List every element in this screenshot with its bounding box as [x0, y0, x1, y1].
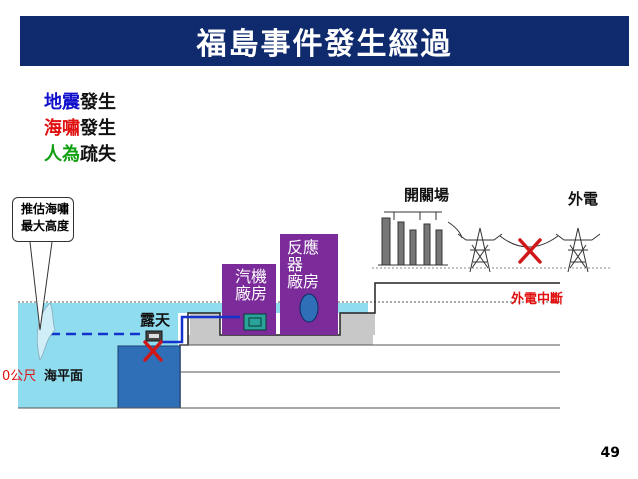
- power-pipe: [160, 315, 240, 344]
- cause-human-suffix: 疏失: [80, 144, 116, 165]
- cause-human-key: 人為: [44, 144, 80, 165]
- page-number: 49: [600, 445, 620, 461]
- tsunami-estimate-callout: 推估海嘯 最大高度: [12, 197, 74, 242]
- turbine-building-label-2: 廠房: [235, 284, 268, 303]
- transmission-tower-icon-2: [555, 227, 601, 273]
- page-title: 福島事件發生經過: [196, 27, 453, 62]
- power-line: [499, 235, 559, 248]
- turbine-building-label: 汽機 廠房: [235, 268, 267, 302]
- callout-pointer: [29, 241, 53, 331]
- sea-level-label: 海平面: [44, 369, 84, 384]
- reactor-vessel: [299, 293, 319, 323]
- cross-icon-outdoor: [143, 340, 163, 362]
- turbine-building-label-1: 汽機: [235, 267, 268, 286]
- cause-tsunami-suffix: 發生: [80, 118, 116, 139]
- reactor-building-label-3: 廠房: [287, 272, 320, 291]
- switchyard-icon: [378, 211, 448, 266]
- offsite-power-cut-label: 外電中斷: [511, 292, 564, 307]
- transmission-tower-icon-1: [457, 227, 503, 273]
- cause-human: 人為疏失: [44, 144, 116, 166]
- cause-tsunami: 海嘯發生: [44, 118, 116, 140]
- reactor-building-label-1: 反應: [287, 238, 320, 257]
- ground-step-low: [188, 335, 373, 345]
- callout-line-2: 最大高度: [21, 219, 70, 233]
- zero-meter-label: 0公尺: [2, 369, 37, 384]
- switchyard-label: 開關場: [404, 186, 450, 204]
- cause-earthquake-key: 地震: [44, 92, 80, 113]
- cause-earthquake-suffix: 發生: [80, 92, 116, 113]
- title-bar: 福島事件發生經過: [20, 16, 629, 66]
- cross-icon-power: [518, 238, 542, 264]
- outdoor-label: 露天: [140, 311, 171, 329]
- offsite-power-label: 外電: [568, 190, 599, 208]
- cause-tsunami-key: 海嘯: [44, 118, 80, 139]
- ground-step-high: [340, 313, 375, 335]
- reactor-building-label-2: 器: [287, 255, 304, 274]
- generator-icon: [243, 313, 267, 331]
- callout-line-1: 推估海嘯: [21, 202, 70, 216]
- reactor-building-label: 反應 器 廠房: [287, 239, 319, 290]
- ground-step-mid: [190, 313, 220, 335]
- cause-earthquake: 地震發生: [44, 92, 116, 114]
